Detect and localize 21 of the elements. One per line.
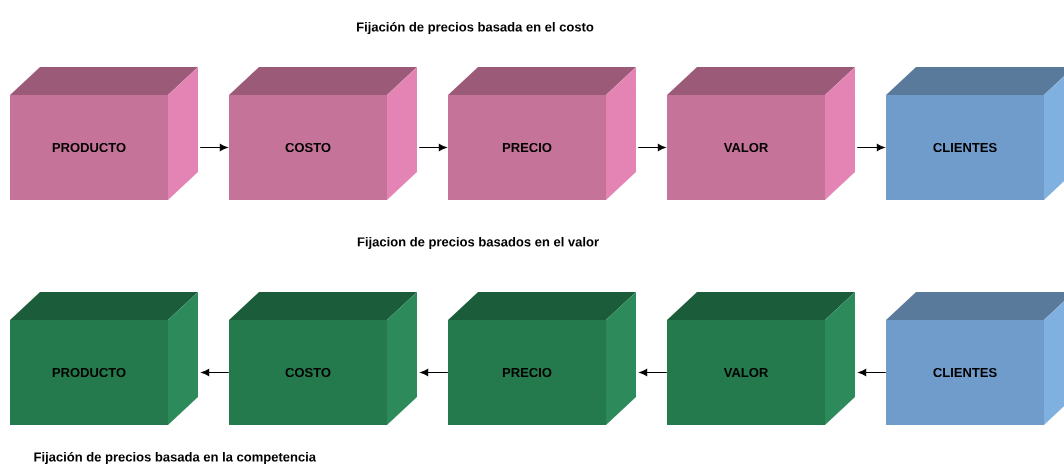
cube-box: PRODUCTO [10,292,198,425]
cube-box: COSTO [229,292,417,425]
arrow [418,143,447,152]
arrow [856,143,885,152]
cube-box: PRODUCTO [10,67,198,200]
arrow [420,368,449,377]
arrow [637,143,666,152]
cube-box: COSTO [229,67,417,200]
cube-box: VALOR [667,292,855,425]
heading: Fijación de precios basada en la competencia [34,451,317,465]
arrow [858,368,887,377]
arrow [639,368,668,377]
heading: Fijación de precios basada en el costo [357,21,594,35]
heading: Fijacion de precios basados en el valor [357,236,599,250]
cube-box: PRECIO [448,292,636,425]
cube-box: CLIENTES [886,292,1064,425]
cube-box: PRECIO [448,67,636,200]
arrow [201,368,230,377]
arrow [199,143,228,152]
cube-box: VALOR [667,67,855,200]
cube-box: CLIENTES [886,67,1064,200]
